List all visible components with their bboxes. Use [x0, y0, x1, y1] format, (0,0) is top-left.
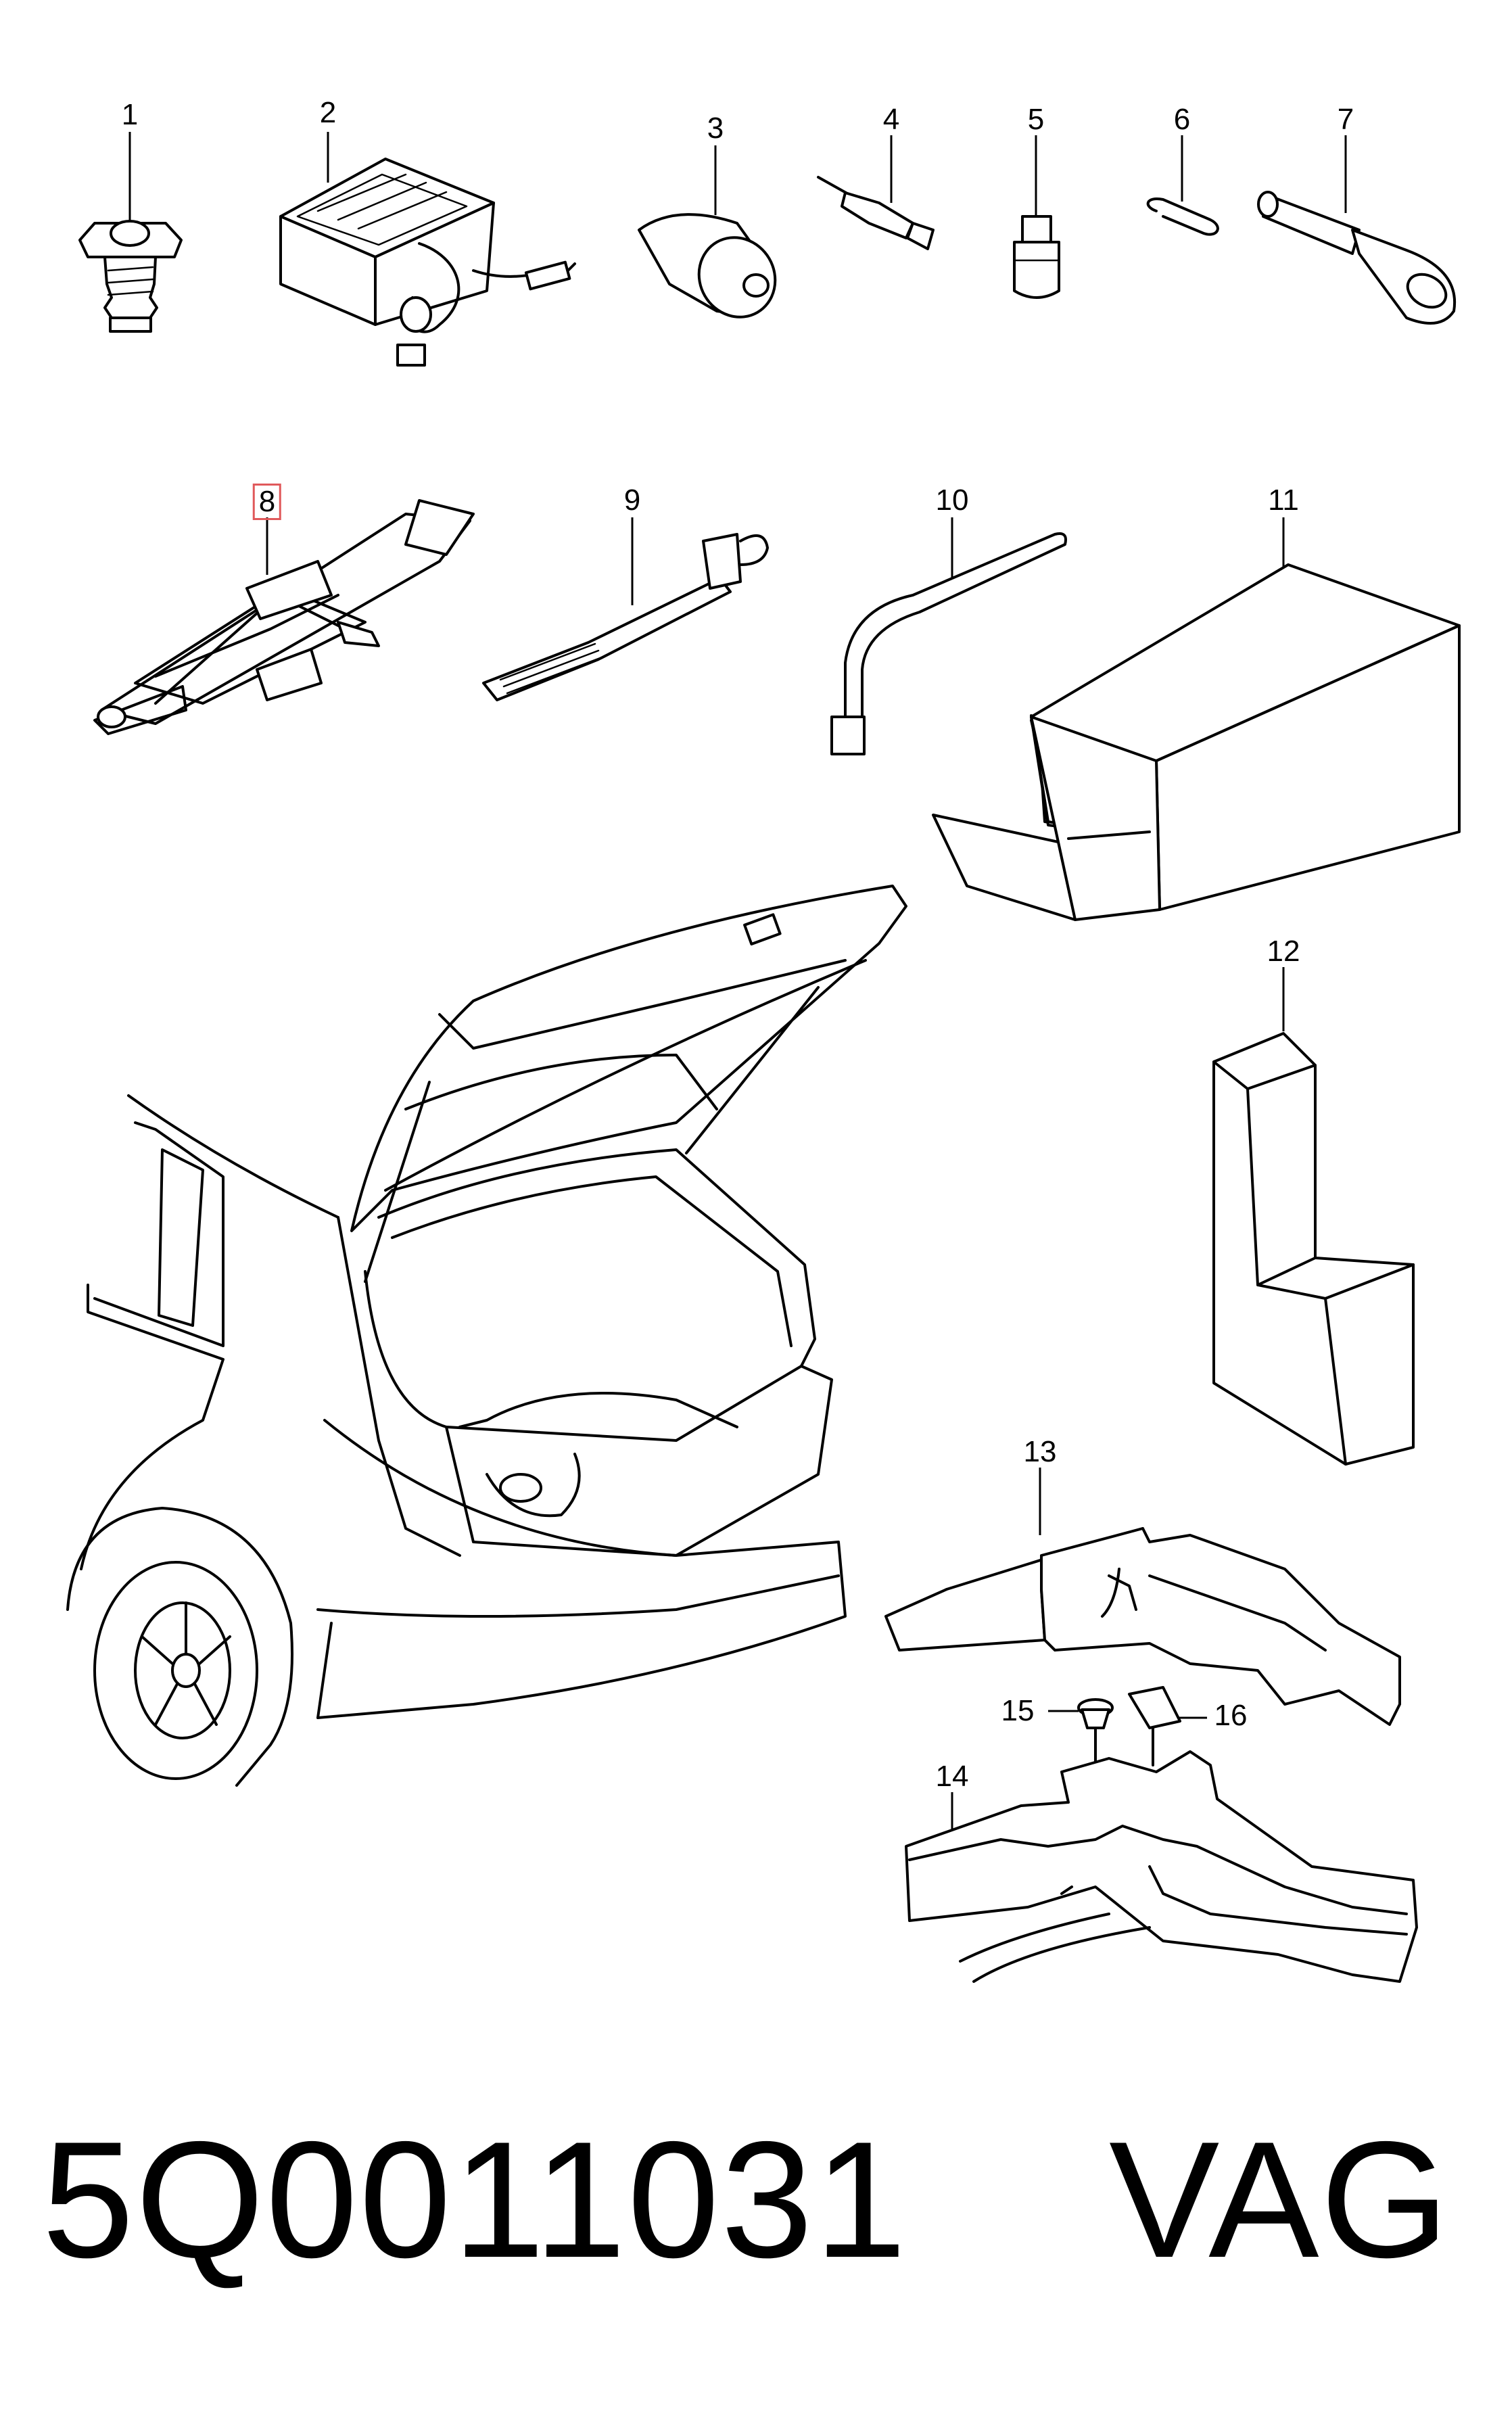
part-9-drawing	[482, 517, 769, 701]
part-16-drawing	[1128, 1686, 1207, 1766]
part-label-5[interactable]: 5	[1027, 103, 1045, 136]
part-label-14[interactable]: 14	[935, 1760, 969, 1793]
part-label-16[interactable]: 16	[1214, 1699, 1248, 1732]
footer-brand: VAG	[1109, 2107, 1451, 2292]
part-2-drawing	[279, 132, 576, 367]
part-13-drawing	[884, 1468, 1401, 1726]
part-label-15[interactable]: 15	[1001, 1694, 1035, 1727]
part-8-drawing	[93, 499, 475, 735]
part-label-10[interactable]: 10	[935, 484, 969, 517]
part-label-8-highlighted[interactable]: 8	[252, 484, 282, 520]
part-label-3[interactable]: 3	[707, 112, 724, 145]
part-14-drawing	[905, 1750, 1418, 1983]
part-4-drawing	[817, 135, 935, 250]
part-1-drawing	[78, 132, 183, 333]
part-label-12[interactable]: 12	[1267, 935, 1300, 968]
part-11-drawing	[932, 517, 1461, 921]
part-label-13[interactable]: 13	[1023, 1435, 1057, 1468]
part-12-drawing	[1212, 967, 1415, 1466]
part-label-2[interactable]: 2	[319, 96, 337, 129]
part-label-11[interactable]: 11	[1268, 484, 1299, 517]
part-label-1[interactable]: 1	[121, 98, 139, 131]
part-label-6[interactable]: 6	[1173, 103, 1191, 136]
part-10-drawing	[830, 517, 1067, 755]
part-label-9[interactable]: 9	[623, 484, 641, 517]
part-label-4[interactable]: 4	[882, 103, 900, 136]
part-7-drawing	[1257, 135, 1457, 325]
part-label-7[interactable]: 7	[1337, 103, 1354, 136]
part-3-drawing	[638, 145, 777, 319]
car-rear-drawing	[66, 885, 907, 1787]
part-6-drawing	[1146, 135, 1219, 236]
part-5-drawing	[1013, 135, 1060, 299]
footer-part-number: 5Q0011031	[42, 2107, 908, 2292]
